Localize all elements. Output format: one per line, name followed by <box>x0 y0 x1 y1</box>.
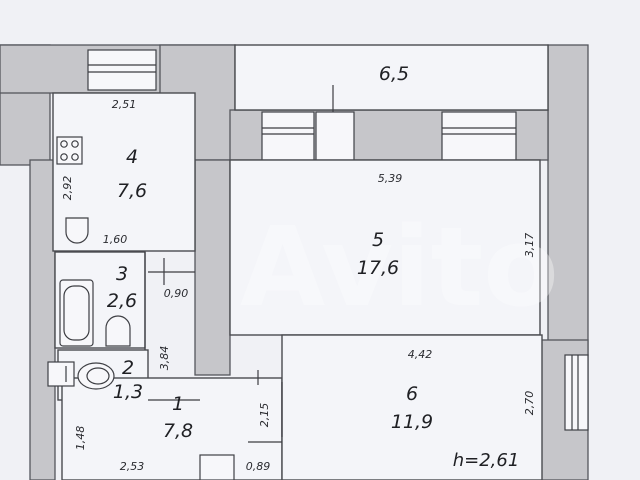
stove-icon <box>56 136 83 165</box>
dim-hall-width: 2,53 <box>120 460 145 473</box>
room-5-number: 5 <box>372 229 384 251</box>
window-room6 <box>564 354 589 431</box>
room-6-number: 6 <box>406 383 418 405</box>
room-6-area: 11,9 <box>391 411 433 433</box>
dim-bath-door: 0,90 <box>164 287 189 300</box>
room-4-area: 7,6 <box>117 180 147 202</box>
dim-hall-door-height: 2,15 <box>258 403 271 428</box>
entry-door-icon <box>199 454 235 480</box>
washbasin-icon <box>105 315 131 347</box>
dim-hall-door-width: 0,89 <box>246 460 271 473</box>
sink-icon <box>65 217 89 244</box>
dim-kitchen-bottom: 1,60 <box>103 233 128 246</box>
window-top <box>87 49 157 91</box>
center-partition <box>194 159 231 376</box>
window-room5-left <box>261 111 315 161</box>
dim-kitchen-width: 2,51 <box>112 98 137 111</box>
cistern-icon <box>47 361 75 387</box>
dim-room6-width: 4,42 <box>408 348 433 361</box>
room-4-number: 4 <box>126 146 138 168</box>
room-5-area: 17,6 <box>357 257 399 279</box>
dim-room5-width: 5,39 <box>378 172 403 185</box>
room-6 <box>281 334 543 480</box>
balcony-area: 6,5 <box>379 63 409 85</box>
bathtub-icon <box>59 279 94 347</box>
dim-room5-height: 3,17 <box>523 233 536 258</box>
room-1-hall <box>61 377 283 480</box>
balcony <box>234 44 549 111</box>
watermark-text: Avito <box>240 203 559 331</box>
dim-kitchen-height: 2,92 <box>61 176 74 201</box>
room-1-area: 7,8 <box>163 420 193 442</box>
room-3-number: 3 <box>116 263 128 285</box>
room-2-number: 2 <box>122 357 134 379</box>
room-2-area: 1,3 <box>113 381 143 403</box>
window-room5-right <box>441 111 517 161</box>
dim-wc-height: 3,84 <box>158 346 171 371</box>
lower-left-wall <box>29 159 56 480</box>
ceiling-height-label: h=2,61 <box>453 450 520 471</box>
room-3-area: 2,6 <box>107 290 137 312</box>
room-1-number: 1 <box>172 393 184 415</box>
dim-hall-height: 1,48 <box>74 426 87 451</box>
dim-room6-height: 2,70 <box>523 391 536 416</box>
